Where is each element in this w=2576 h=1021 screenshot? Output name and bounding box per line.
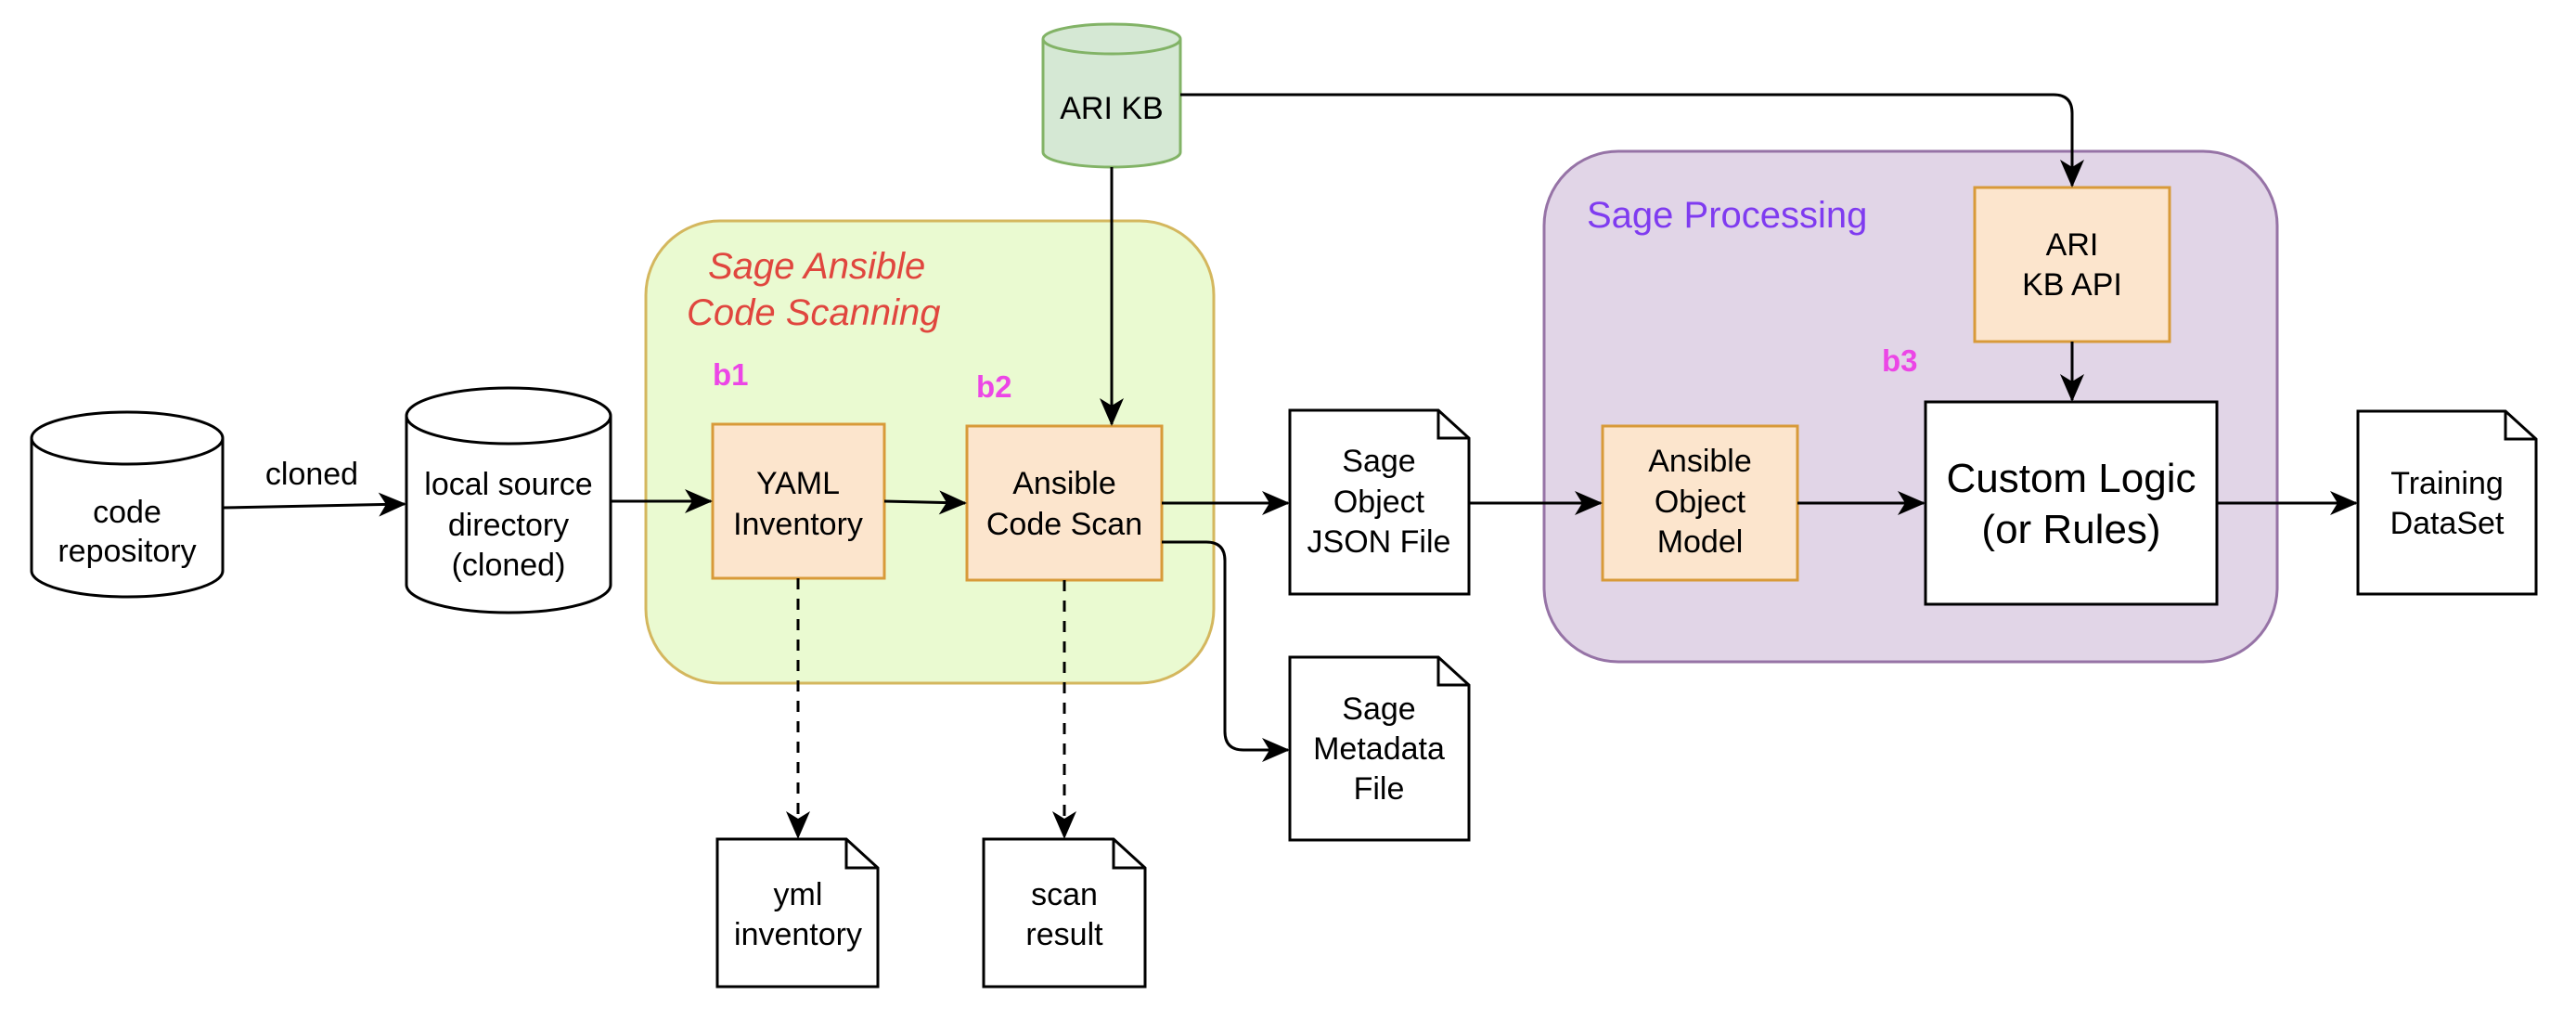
yml-inventory-label-1: yml [774,877,823,912]
ansible-object-model-label-3: Model [1657,524,1744,560]
step-b1-marker: b1 [713,357,749,392]
ansible-code-scan-label-1: Ansible [1012,466,1116,501]
step-b3-marker: b3 [1882,343,1918,378]
yml-inventory-node: yml inventory [715,837,880,989]
sage-object-json-node: Sage Object JSON File [1288,408,1471,596]
edge-kb-to-kbapi [1180,93,2084,187]
ari-kb-node: ARI KB [1041,22,1182,169]
ari-kb-api-node: ARI KB API [1973,186,2171,343]
sage-metadata-label-1: Sage [1342,691,1415,727]
code-repository-label-1: code [93,495,161,530]
ari-kb-api-label-2: KB API [2022,267,2122,303]
local-source-label-1: local source [424,467,592,502]
local-source-label-2: directory [448,508,569,543]
yml-inventory-label-2: inventory [734,917,862,952]
ari-kb-label: ARI KB [1060,91,1163,126]
scan-result-label-1: scan [1031,877,1098,912]
step-b2-marker: b2 [976,369,1012,404]
scan-result-node: scan result [982,837,1147,989]
yaml-inventory-label-2: Inventory [733,507,863,542]
yaml-inventory-label-1: YAML [756,466,840,501]
code-repository-label-2: repository [58,534,196,569]
custom-logic-label-1: Custom Logic [1946,456,2196,501]
sage-metadata-label-3: File [1354,771,1405,807]
edge-yaml-to-scan [883,490,967,515]
scan-group-title-line2: Code Scanning [687,292,941,333]
ari-kb-api-label-1: ARI [2046,227,2099,263]
edge-cloned-label: cloned [265,457,358,492]
training-dataset-label-1: Training [2390,466,2504,501]
yaml-inventory-node: YAML Inventory [711,422,886,580]
edge-scan-to-metadata [1162,540,1290,762]
sage-object-json-label-2: Object [1333,485,1425,520]
training-dataset-node: Training DataSet [2356,409,2538,596]
ansible-object-model-label-2: Object [1655,485,1746,520]
scan-group-title-line1: Sage Ansible [708,246,925,287]
ansible-code-scan-label-2: Code Scan [986,507,1142,542]
code-repository-node: code repository [30,410,225,599]
ansible-object-model-node: Ansible Object Model [1601,424,1799,582]
ansible-code-scan-node: Ansible Code Scan [965,424,1164,582]
scan-result-label-2: result [1025,917,1103,952]
sage-metadata-node: Sage Metadata File [1288,655,1471,842]
training-dataset-label-2: DataSet [2390,506,2505,541]
processing-group-title: Sage Processing [1587,195,1867,236]
sage-object-json-label-3: JSON File [1307,524,1451,560]
sage-metadata-label-2: Metadata [1313,731,1445,767]
local-source-node: local source directory (cloned) [405,386,612,614]
custom-logic-node: Custom Logic (or Rules) [1924,400,2219,606]
custom-logic-label-2: (or Rules) [1981,507,2160,552]
sage-object-json-label-1: Sage [1342,444,1415,479]
ansible-object-model-label-1: Ansible [1648,444,1752,479]
edge-repo-to-local [222,492,406,517]
local-source-label-3: (cloned) [452,548,566,583]
